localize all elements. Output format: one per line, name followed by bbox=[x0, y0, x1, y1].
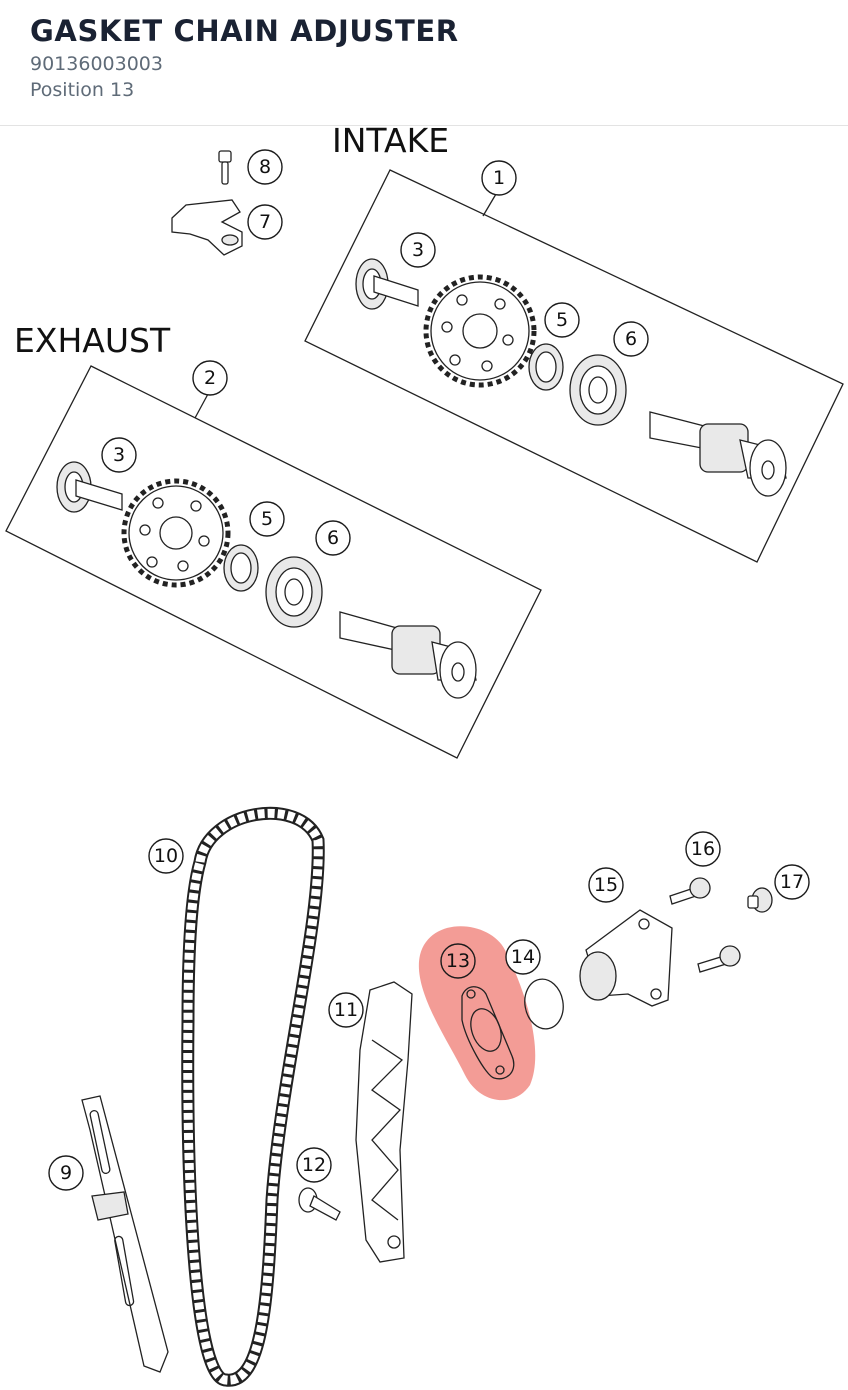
group-title-exhaust: EXHAUST bbox=[14, 321, 171, 360]
intake-bearing-3-drawing bbox=[355, 258, 419, 310]
callout-5-intake[interactable]: 5 bbox=[544, 302, 580, 338]
svg-text:9: 9 bbox=[60, 1162, 72, 1184]
svg-text:12: 12 bbox=[302, 1154, 326, 1176]
intake-camshaft-drawing bbox=[649, 411, 787, 497]
callout-3-exhaust[interactable]: 3 bbox=[101, 437, 137, 473]
callout-6-intake[interactable]: 6 bbox=[613, 321, 649, 357]
callout-15[interactable]: 15 bbox=[588, 867, 624, 903]
bolt-8-drawing bbox=[218, 150, 232, 185]
callout-10[interactable]: 10 bbox=[148, 838, 184, 874]
svg-text:3: 3 bbox=[113, 444, 125, 466]
exhaust-ball-bearing-6-drawing bbox=[265, 556, 323, 628]
svg-text:6: 6 bbox=[625, 328, 637, 350]
callout-14[interactable]: 14 bbox=[505, 939, 541, 975]
bolt-12-drawing bbox=[298, 1187, 341, 1221]
callout-13[interactable]: 13 bbox=[440, 943, 476, 979]
svg-text:7: 7 bbox=[259, 211, 271, 233]
part-number: 90136003003 bbox=[30, 53, 163, 75]
part-header: GASKET CHAIN ADJUSTER 90136003003 Positi… bbox=[0, 0, 848, 126]
callout-8[interactable]: 8 bbox=[247, 149, 283, 185]
callout-1[interactable]: 1 bbox=[481, 160, 517, 196]
svg-text:10: 10 bbox=[154, 845, 178, 867]
callout-17[interactable]: 17 bbox=[774, 864, 810, 900]
callout-12[interactable]: 12 bbox=[296, 1147, 332, 1183]
svg-text:1: 1 bbox=[493, 167, 505, 189]
part-title: GASKET CHAIN ADJUSTER bbox=[30, 14, 459, 48]
callout-7[interactable]: 7 bbox=[247, 204, 283, 240]
guide-rail-11-drawing bbox=[355, 981, 413, 1263]
intake-camshaft-group-frame bbox=[304, 169, 844, 563]
svg-text:13: 13 bbox=[446, 950, 470, 972]
gasket-13-drawing[interactable] bbox=[461, 986, 515, 1080]
guide-plate-7-drawing bbox=[171, 199, 243, 256]
highlighted-part-13-overlay[interactable] bbox=[418, 926, 536, 1101]
callout-6-exhaust[interactable]: 6 bbox=[315, 520, 351, 556]
callout-2[interactable]: 2 bbox=[192, 360, 228, 396]
group-title-intake: INTAKE bbox=[332, 121, 449, 160]
leader-line-2 bbox=[194, 393, 209, 419]
svg-text:3: 3 bbox=[412, 239, 424, 261]
svg-text:17: 17 bbox=[780, 871, 804, 893]
svg-text:6: 6 bbox=[327, 527, 339, 549]
svg-text:14: 14 bbox=[511, 946, 535, 968]
svg-text:16: 16 bbox=[691, 838, 715, 860]
bolt-16-upper-drawing bbox=[669, 877, 711, 905]
part-position: Position 13 bbox=[30, 79, 135, 101]
svg-text:5: 5 bbox=[261, 508, 273, 530]
bolt-16-lower-drawing bbox=[697, 945, 741, 973]
callout-16[interactable]: 16 bbox=[685, 831, 721, 867]
intake-sprocket-drawing bbox=[423, 274, 537, 388]
exhaust-sprocket-drawing bbox=[121, 478, 231, 588]
intake-ball-bearing-6-drawing bbox=[569, 354, 627, 426]
timing-chain-10-drawing bbox=[181, 806, 325, 1387]
svg-text:8: 8 bbox=[259, 156, 271, 178]
plug-17-drawing bbox=[747, 887, 773, 913]
tensioning-rail-9-drawing bbox=[81, 1095, 169, 1373]
callout-5-exhaust[interactable]: 5 bbox=[249, 501, 285, 537]
exhaust-seal-5-drawing bbox=[223, 544, 259, 592]
callout-3-intake[interactable]: 3 bbox=[400, 232, 436, 268]
exhaust-camshaft-group-frame bbox=[5, 365, 542, 759]
callout-11[interactable]: 11 bbox=[328, 992, 364, 1028]
leader-line-1 bbox=[482, 193, 497, 217]
exhaust-bearing-3-drawing bbox=[56, 461, 123, 513]
exhaust-camshaft-drawing bbox=[339, 611, 477, 699]
svg-text:5: 5 bbox=[556, 309, 568, 331]
callout-9[interactable]: 9 bbox=[48, 1155, 84, 1191]
svg-text:11: 11 bbox=[334, 999, 358, 1021]
intake-seal-5-drawing bbox=[528, 343, 564, 391]
o-ring-14-drawing bbox=[524, 978, 564, 1030]
svg-text:2: 2 bbox=[204, 367, 216, 389]
svg-text:15: 15 bbox=[594, 874, 618, 896]
chain-tensioner-15-drawing bbox=[579, 909, 673, 1007]
